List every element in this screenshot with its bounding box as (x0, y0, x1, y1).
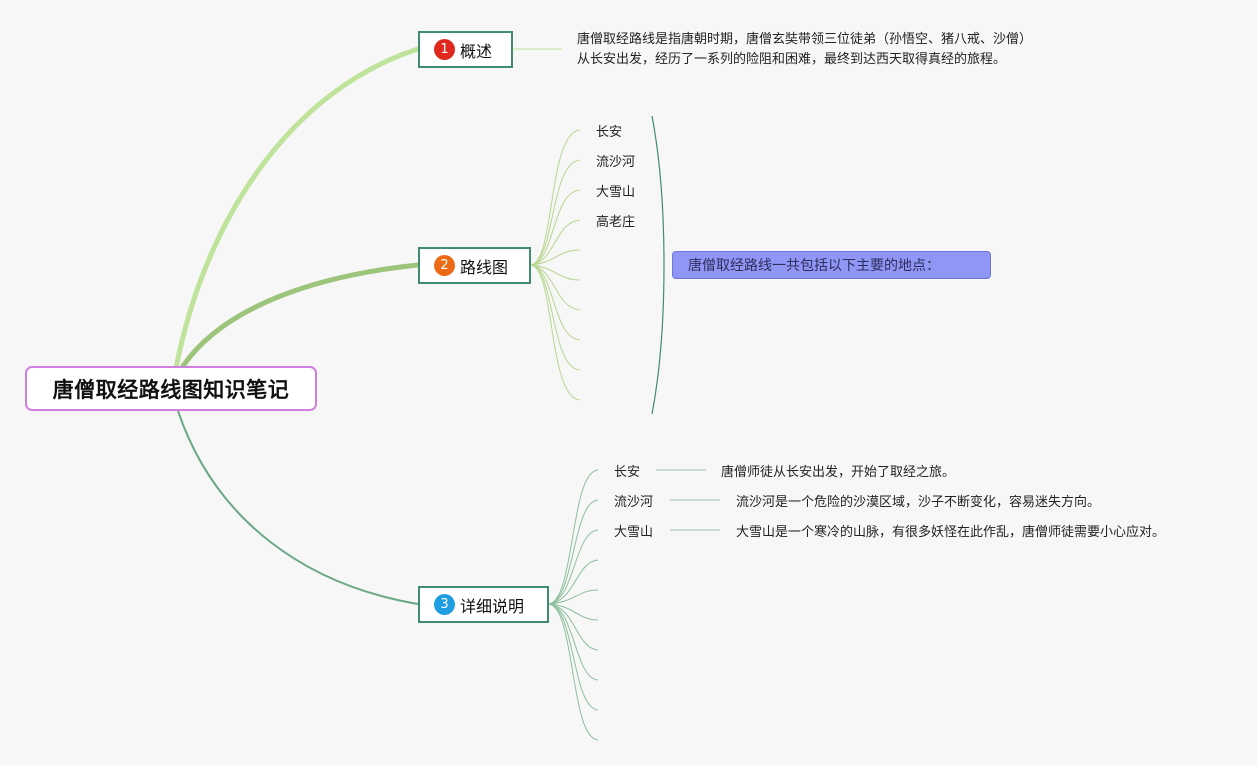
topic-details[interactable]: 3 详细说明 (418, 586, 549, 623)
details-branch-line (548, 603, 599, 711)
route-branch-line (530, 189, 581, 266)
route-branch-line (530, 129, 581, 266)
topic-overview-label: 概述 (460, 41, 493, 61)
route-branch-line (530, 264, 581, 401)
details-branch-line (548, 499, 599, 605)
route-branch-line (530, 264, 581, 311)
details-branch-line (548, 603, 599, 741)
number-1-badge-icon: 1 (434, 39, 455, 60)
route-place-gaolaozhuang[interactable]: 高老庄 (596, 215, 636, 230)
route-branch-line (530, 264, 581, 341)
route-summary-callout[interactable]: 唐僧取经路线一共包括以下主要的地点： (672, 251, 991, 279)
detail-place-daxueshan[interactable]: 大雪山 (614, 525, 654, 540)
details-branch-line (548, 529, 599, 605)
route-place-liushahe[interactable]: 流沙河 (596, 155, 636, 170)
route-branch-line (530, 159, 581, 266)
detail-text-liushahe[interactable]: 流沙河是一个危险的沙漠区域，沙子不断变化，容易迷失方向。 (736, 495, 1101, 510)
root-title: 唐僧取经路线图知识笔记 (52, 377, 290, 402)
route-branch-line (530, 264, 581, 281)
detail-text-changan[interactable]: 唐僧师徒从长安出发，开始了取经之旅。 (721, 465, 956, 480)
route-summary-text: 唐僧取经路线一共包括以下主要的地点： (688, 258, 940, 274)
topic-overview[interactable]: 1 概述 (418, 31, 513, 68)
details-branch-line (548, 603, 599, 651)
details-branch-line (548, 589, 599, 605)
details-fan (548, 469, 599, 741)
detail-place-liushahe[interactable]: 流沙河 (614, 495, 654, 510)
details-branch-line (548, 559, 599, 605)
details-branch-line (548, 603, 599, 681)
root-topic[interactable]: 唐僧取经路线图知识笔记 (25, 366, 317, 411)
number-3-badge-icon: 3 (434, 594, 455, 615)
route-branch-line (530, 264, 581, 371)
topic-route-map[interactable]: 2 路线图 (418, 247, 531, 284)
topic-route-map-label: 路线图 (460, 257, 509, 277)
route-branch-line (530, 219, 581, 266)
branch-connector-overview (173, 46, 421, 371)
number-2-badge-icon: 2 (434, 255, 455, 276)
route-place-daxueshan[interactable]: 大雪山 (596, 185, 636, 200)
summary-bracket (651, 115, 665, 415)
overview-description[interactable]: 唐僧取经路线是指唐朝时期，唐僧玄奘带领三位徒弟（孙悟空、猪八戒、沙僧） 从长安出… (577, 30, 1032, 70)
overview-description-line: 唐僧取经路线是指唐朝时期，唐僧玄奘带领三位徒弟（孙悟空、猪八戒、沙僧） (577, 32, 1033, 47)
detail-place-changan[interactable]: 长安 (614, 465, 641, 480)
branch-connector-route-map (180, 262, 421, 369)
topic-details-label: 详细说明 (460, 596, 525, 616)
route-map-fan (530, 129, 581, 401)
detail-text-daxueshan[interactable]: 大雪山是一个寒冷的山脉，有很多妖怪在此作乱，唐僧师徒需要小心应对。 (736, 525, 1166, 540)
route-branch-line (530, 249, 581, 266)
details-branch-line (548, 469, 599, 605)
details-branch-line (548, 603, 599, 621)
branch-connector-details (177, 410, 419, 605)
overview-description-line: 从长安出发，经历了一系列的险阻和困难，最终到达西天取得真经的旅程。 (577, 52, 1007, 67)
route-place-changan[interactable]: 长安 (596, 125, 623, 140)
